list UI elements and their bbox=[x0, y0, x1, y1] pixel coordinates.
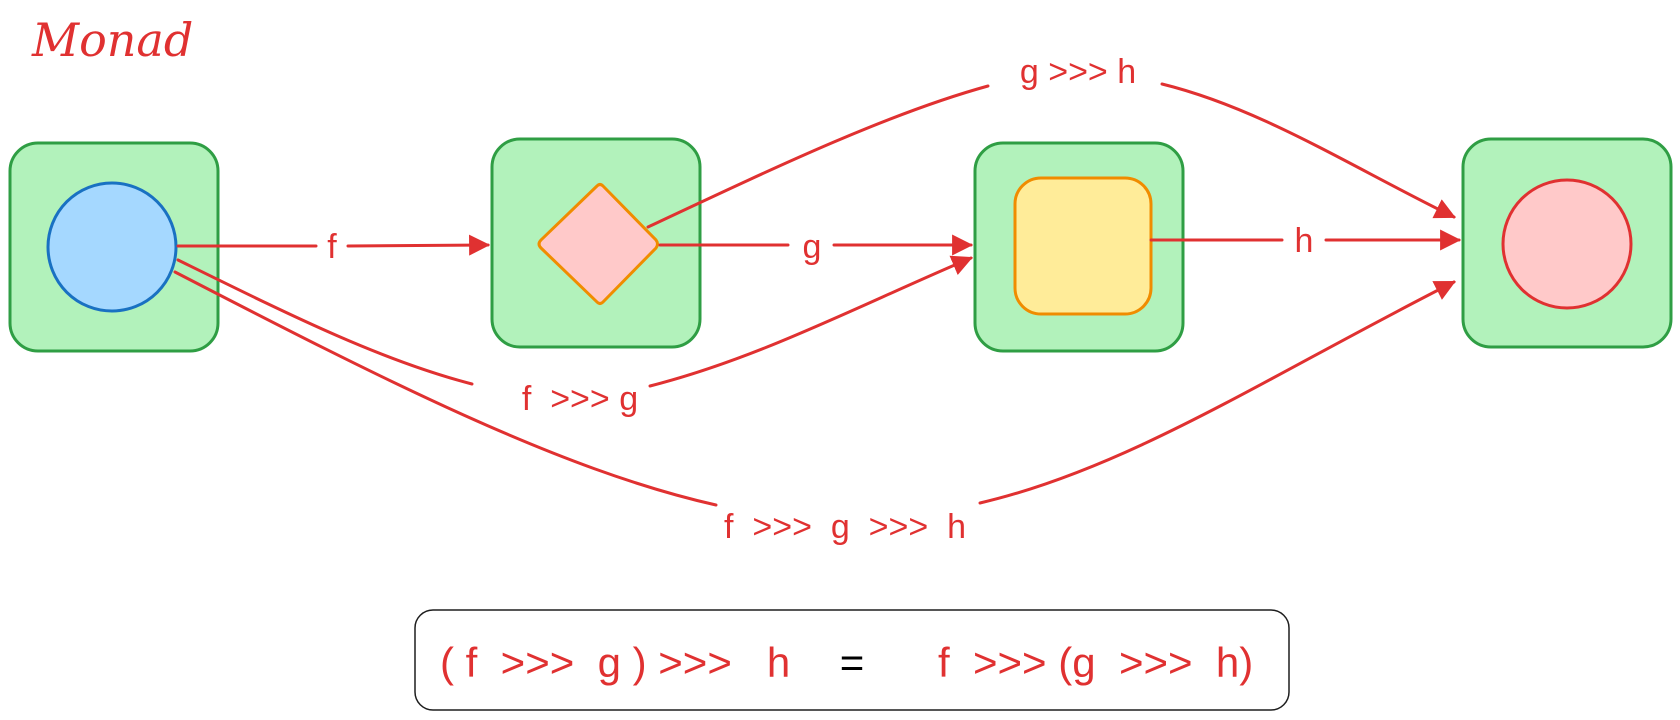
arrow-g-then-h-head bbox=[1160, 82, 1456, 219]
arrow-f-then-g bbox=[176, 258, 474, 386]
blue-circle-icon bbox=[46, 181, 178, 313]
arrow-f-then-g-then-h bbox=[173, 270, 718, 507]
label-g-then-h: g >>> h bbox=[1020, 53, 1136, 91]
arrow-f-head bbox=[346, 234, 491, 256]
equation-equals: = bbox=[840, 639, 865, 686]
label-h: h bbox=[1295, 222, 1314, 260]
equation-right: f >>> (g >>> h) bbox=[938, 639, 1253, 686]
red-circle-icon bbox=[1501, 178, 1633, 310]
equation-box bbox=[414, 609, 1290, 711]
label-f-then-g: f >>> g bbox=[522, 380, 638, 418]
arrow-g-then-h bbox=[646, 84, 990, 229]
yellow-square-icon bbox=[1013, 176, 1153, 316]
label-f: f bbox=[327, 228, 337, 266]
diagram-title: Monad bbox=[31, 13, 193, 67]
arrow-f-then-g-head bbox=[648, 255, 973, 388]
label-f-then-g-then-h: f >>> g >>> h bbox=[724, 508, 966, 546]
equation-left: ( f >>> g ) >>> h bbox=[440, 639, 790, 686]
arrow-f-then-g-then-h-head bbox=[978, 280, 1456, 505]
diamond-icon bbox=[537, 183, 659, 305]
label-g: g bbox=[803, 228, 822, 266]
